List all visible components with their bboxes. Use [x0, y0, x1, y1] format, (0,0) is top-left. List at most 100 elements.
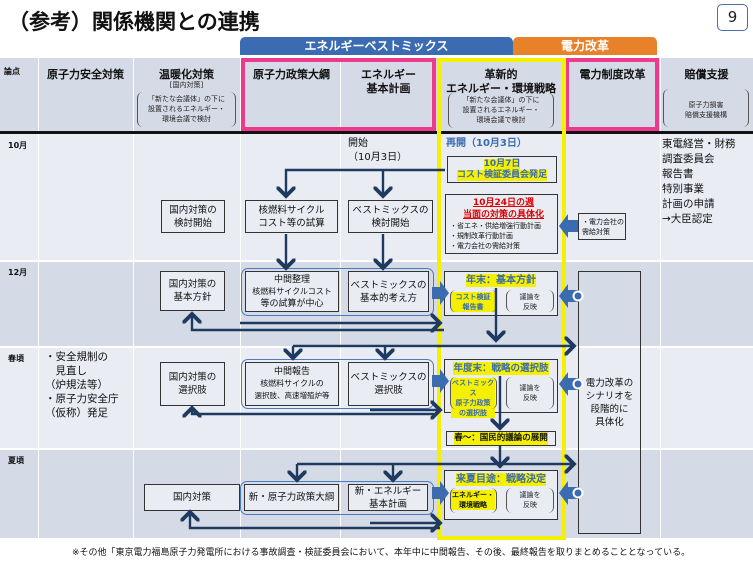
strategy-title: 年度末：戦略の選択肢 [453, 362, 549, 375]
col-divider [240, 58, 241, 538]
energy-start: 開始 （10月3日） [348, 137, 407, 165]
cost-committee-label: コスト検証委員会発足 [456, 169, 547, 181]
box-line: 中間整理 [273, 274, 310, 285]
utility-measures-box: ・電力会社の 需給対策 [578, 213, 626, 240]
domestic-policy-box: 国内対策の 基本方針 [160, 271, 225, 311]
compensation-line: 計画の申請 [662, 198, 715, 210]
power-scenario-box: 電力改革の シナリオを 段階的に 具体化 [578, 271, 641, 534]
compensation-steps: 東電経営・財務 調査委員会 報告書 特別事業 計画の申請 →大臣認定 [662, 137, 736, 227]
page-title: （参考）関係機関との連携 [8, 10, 260, 34]
header-nuclear-safety: 原子力安全対策 [47, 68, 124, 81]
page-number: 9 [717, 4, 748, 31]
box-line: 国内対策 [172, 492, 211, 503]
strategy-line: 環境戦略 [451, 500, 495, 510]
header-compensation: 賠償支援 [684, 68, 729, 81]
compensation-line: 東電経営・財務 [662, 138, 736, 150]
national-debate-box: 春～：国民的議論の展開 [446, 431, 556, 446]
box-line: ベストミックスの [352, 204, 429, 216]
col-divider [38, 58, 39, 538]
safety-line: 見直し [45, 365, 87, 377]
compensation-line: 調査委員会 [662, 153, 715, 165]
header-nuclear-policy: 原子力政策大綱 [253, 68, 330, 81]
box-line: 国内対策の [169, 204, 217, 216]
reflect-discussion: 議論を 反映 [510, 292, 550, 312]
box-line: 選択肢 [178, 385, 207, 396]
box-line: ベストミックスの [350, 279, 427, 291]
box-line: ベストミックスの [350, 372, 427, 383]
options-line: 原子力政策 [451, 398, 495, 408]
energy-start-line: 開始 [348, 138, 368, 149]
box-line: 国内対策の [168, 372, 217, 383]
safety-line: （仮称）発足 [45, 407, 108, 419]
reflect-line: 反映 [523, 501, 537, 509]
warming-note-3: 環境会議で検討 [162, 115, 211, 123]
bracket [663, 89, 749, 127]
new-nuclear-policy-box: 新・原子力政策大綱 [244, 484, 339, 511]
bracket [450, 377, 497, 409]
compensation-line: 報告書 [662, 168, 694, 180]
cost-report-line: 報告書 [451, 302, 495, 312]
cost-committee-date: 10月7日 [483, 158, 521, 170]
new-energy-plan-box: 新・エネルギー 基本計画 [348, 484, 428, 511]
compensation-line: 特別事業 [662, 183, 704, 195]
reflect-line: 議論を [519, 293, 541, 301]
strategy-note-1: 「新たな会議体」の下に [462, 96, 540, 104]
bracket [137, 92, 236, 127]
domestic-final-box: 国内対策 [144, 484, 240, 511]
col-divider [133, 58, 134, 538]
header-power-system: 電力制度改革 [579, 68, 646, 81]
box-line: 基本方針 [173, 292, 212, 303]
week-title: 10月24日の週 [472, 197, 535, 208]
row-label-spring: 春頃 [8, 354, 24, 363]
power-system-frame [565, 58, 659, 131]
header-energy-plan-2: 基本計画 [366, 82, 411, 95]
power-reform-band: 電力改革 [513, 37, 657, 55]
strategy-line: エネルギー・ [451, 490, 495, 500]
cost-report: コスト検証 報告書 [451, 292, 495, 312]
bracket [506, 488, 554, 513]
strategy-note-3: 環境会議で検討 [476, 116, 526, 124]
domestic-start-box: 国内対策の 検討開始 [161, 200, 225, 233]
box-line: 段階的に [590, 403, 629, 415]
box-line: 新・原子力政策大綱 [248, 492, 335, 503]
header-warming-sub: [国内対策] [169, 81, 204, 89]
box-line: 核燃料サイクルコスト [252, 286, 332, 296]
box-line: 選択肢、高速増殖炉等 [254, 391, 330, 400]
header-divider [0, 131, 753, 134]
reflect-line: 議論を [519, 384, 541, 392]
week-item: ・電力会社の需給対策 [450, 241, 520, 250]
national-debate: 春～：国民的議論の展開 [454, 432, 548, 445]
box-line: シナリオを [585, 390, 634, 402]
best-mix-band: エネルギーベストミックス [240, 37, 513, 55]
row-label-oct: 10月 [8, 141, 28, 150]
compensation-line: →大臣認定 [662, 213, 713, 225]
box-line: 基本的考え方 [359, 292, 417, 304]
warming-note-2: 設置されるエネルギー・ [148, 105, 225, 113]
compensation-note-2: 賠償支援機構 [685, 111, 727, 119]
row-label-dec: 12月 [8, 268, 28, 277]
box-line: 検討開始 [371, 217, 410, 229]
bracket [506, 290, 554, 312]
bestmix-options-box: ベストミックスの 選択肢 [348, 362, 429, 406]
reflect-discussion: 議論を 反映 [510, 383, 550, 403]
cost-report-line: コスト検証 [451, 292, 495, 302]
box-line: コスト等の試算 [258, 217, 325, 229]
week-item: ・省エネ・供給増強行動計画 [450, 221, 541, 230]
box-line: 中間報告 [273, 367, 310, 377]
strategy-resume: 再開（10月3日） [446, 138, 527, 149]
strategy-title: 来夏目途：戦略決定 [456, 473, 546, 486]
safety-measures: ・安全規制の 見直し （炉規法等） ・原子力安全庁 （仮称）発足 [45, 350, 119, 420]
safety-line: ・原子力安全庁 [45, 393, 119, 405]
fuel-cycle-box: 核燃料サイクル コスト等の試算 [245, 200, 338, 233]
box-line: 核燃料サイクル [258, 204, 325, 216]
options-line: の選択肢 [451, 408, 495, 418]
header-row [0, 58, 753, 131]
bracket [506, 377, 554, 409]
col-divider [340, 58, 341, 538]
box-line: 新・エネルギー [354, 485, 422, 497]
options-list: ベストミックス 原子力政策 の選択肢 [451, 378, 495, 418]
header-strategy-1: 革新的 [484, 68, 518, 81]
week-item: ・規制改革行動計画 [450, 231, 513, 240]
reflect-line: 反映 [523, 303, 537, 311]
safety-line: ・安全規制の [45, 351, 108, 363]
